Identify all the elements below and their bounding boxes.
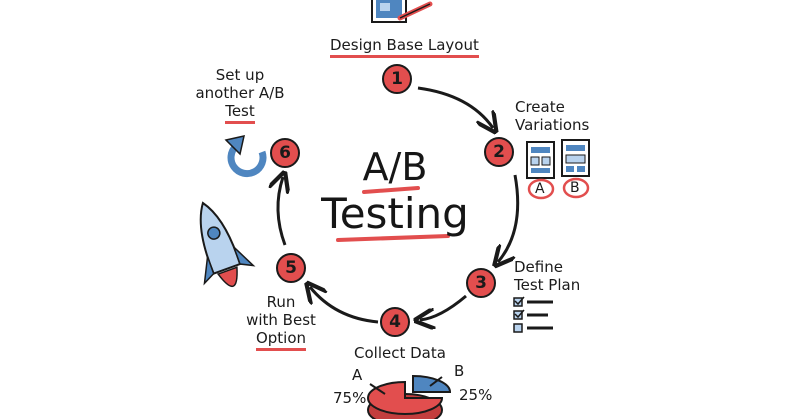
step-6-label-line3: Test <box>225 102 255 124</box>
step-6-label-line2: another A/B <box>195 84 285 102</box>
step-2-label-line1: Create <box>515 98 565 116</box>
step-6-label: Set up another A/B Test <box>192 66 288 124</box>
pie-b-label: B <box>454 362 465 380</box>
pie-a-value: 75% <box>333 389 367 407</box>
step-4-label: Collect Data <box>354 344 446 362</box>
diagram-title-line1: A/B <box>362 145 428 189</box>
step-5-number: 5 <box>276 253 306 283</box>
refresh-arrow-icon <box>224 135 267 178</box>
step-6-label-line1: Set up <box>215 66 265 84</box>
pie-chart-icon <box>367 374 452 419</box>
arrow-4-to-5 <box>310 287 379 324</box>
title-underline-2 <box>336 234 450 242</box>
step-1-number: 1 <box>382 64 412 94</box>
step-3-label-line2: Test Plan <box>514 276 581 294</box>
checklist-icon <box>513 296 553 333</box>
step-3-label-line1: Define <box>514 258 563 276</box>
variation-a-letter: A <box>535 181 545 197</box>
pie-a-label: A <box>352 366 363 384</box>
step-5-label: Run with Best Option <box>238 293 324 351</box>
pie-b-value: 25% <box>459 386 493 404</box>
arrow-5-to-6 <box>278 177 285 246</box>
rocket-icon <box>199 201 256 287</box>
step-3-label: Define Test Plan <box>514 258 580 294</box>
title-underline-1 <box>362 186 420 194</box>
step-5-label-line1: Run <box>266 293 296 311</box>
step-6-label-line3-wrap: Test <box>192 102 288 124</box>
variation-mockups-icon <box>526 139 590 200</box>
step-5-label-line3-wrap: Option <box>238 329 324 351</box>
arrow-2-to-3 <box>498 174 520 262</box>
layout-pencil-icon <box>371 0 433 23</box>
step-1-label: Design Base Layout <box>330 36 479 58</box>
step-2-label-line2: Variations <box>515 116 590 134</box>
arrow-1-to-2 <box>417 86 493 128</box>
step-3-number: 3 <box>466 268 496 298</box>
step-5-label-line2: with Best <box>246 311 316 329</box>
arrow-3-to-4 <box>420 294 467 320</box>
step-4-number: 4 <box>380 307 410 337</box>
variation-b-letter: B <box>570 180 580 196</box>
step-5-label-line3: Option <box>255 329 307 351</box>
diagram-title-line2: Testing <box>321 189 469 238</box>
step-2-label: Create Variations <box>515 98 589 134</box>
step-2-number: 2 <box>484 137 514 167</box>
step-6-number: 6 <box>270 138 300 168</box>
step-1-label-text: Design Base Layout <box>330 36 479 58</box>
